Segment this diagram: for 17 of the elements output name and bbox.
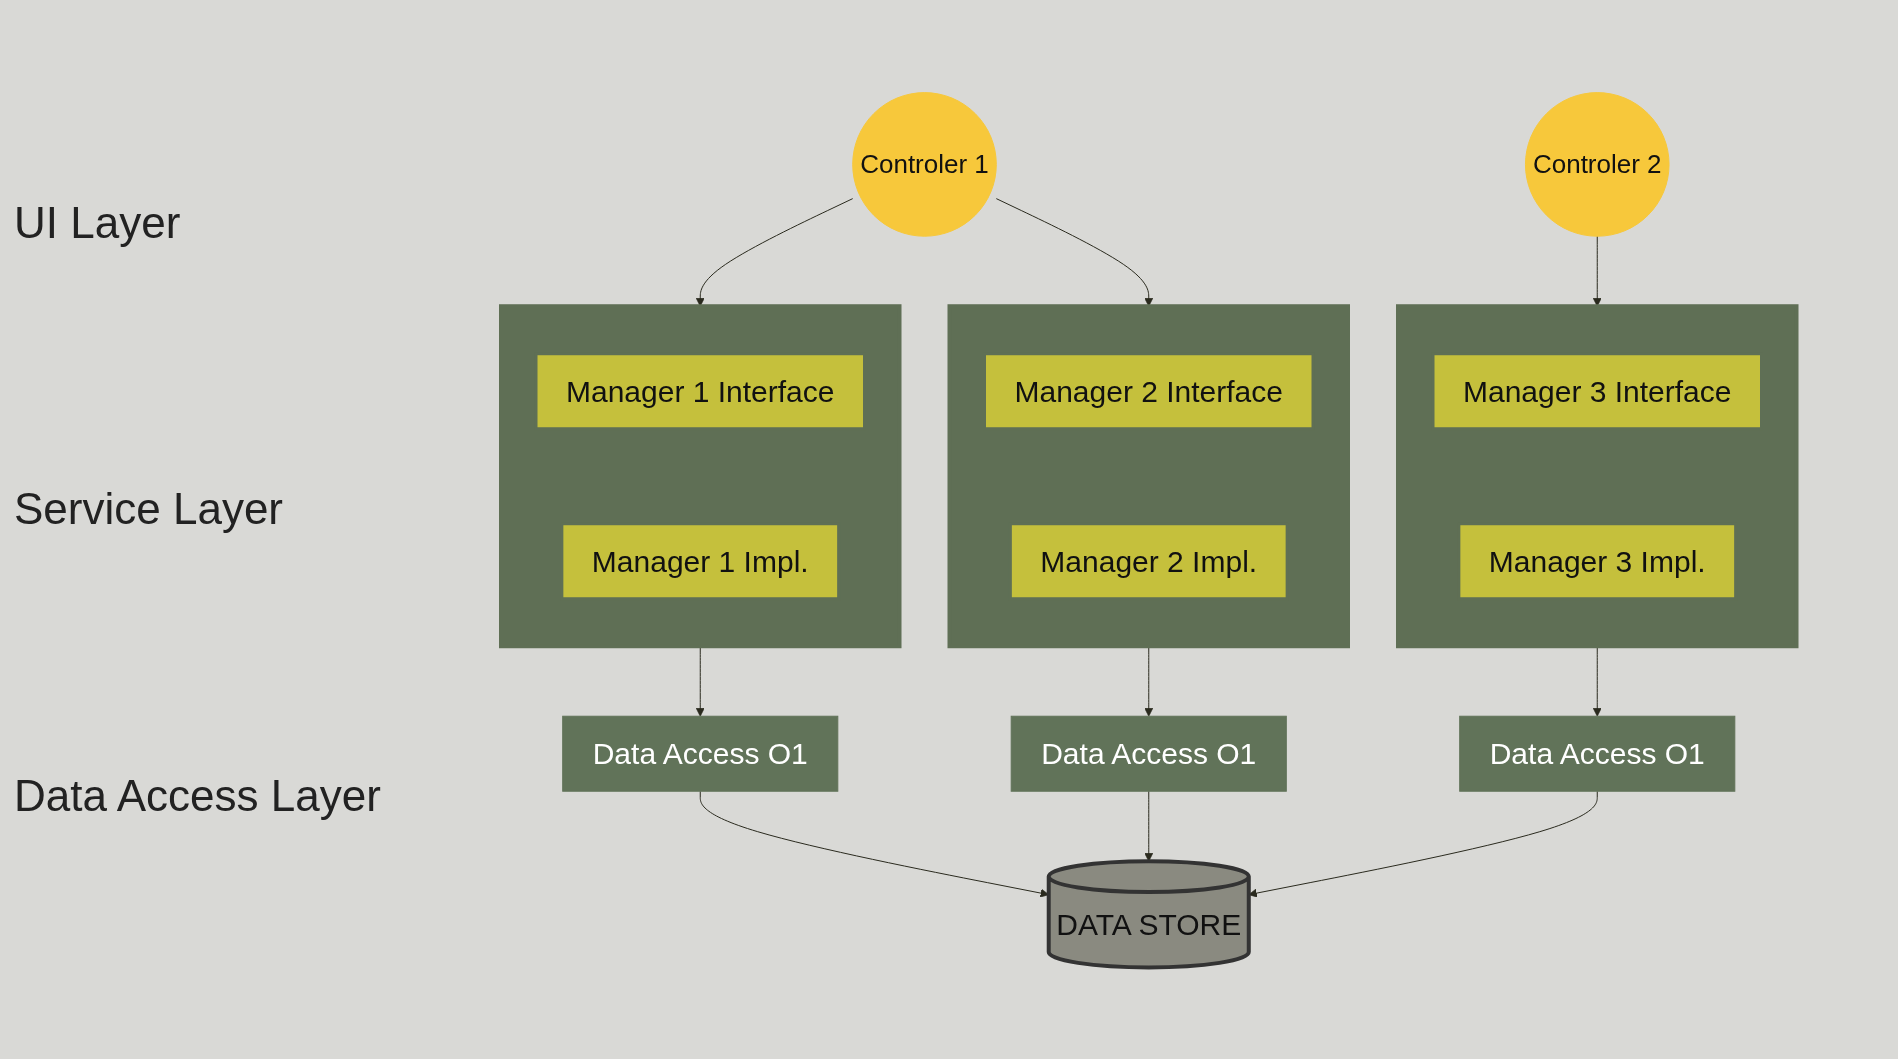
node-circle: Controler 2 xyxy=(1525,91,1670,237)
arrow xyxy=(1593,645,1602,717)
arrow xyxy=(696,645,705,717)
layer-label: Data Access Layer xyxy=(14,770,382,821)
arrow xyxy=(1144,645,1154,717)
arrow xyxy=(1248,790,1598,897)
cluster xyxy=(1396,303,1799,648)
node-box: Data Access O1 xyxy=(1010,715,1288,792)
layer-label: Service Layer xyxy=(14,484,284,535)
cluster xyxy=(499,303,902,648)
layer-label: UI Layer xyxy=(14,198,182,249)
arrow xyxy=(1144,790,1154,862)
node-box: Data Access O1 xyxy=(1459,715,1736,792)
cluster xyxy=(947,303,1351,648)
arrow xyxy=(700,790,1050,897)
node-box: Data Access O1 xyxy=(562,715,839,792)
node-circle: Controler 1 xyxy=(852,91,998,237)
